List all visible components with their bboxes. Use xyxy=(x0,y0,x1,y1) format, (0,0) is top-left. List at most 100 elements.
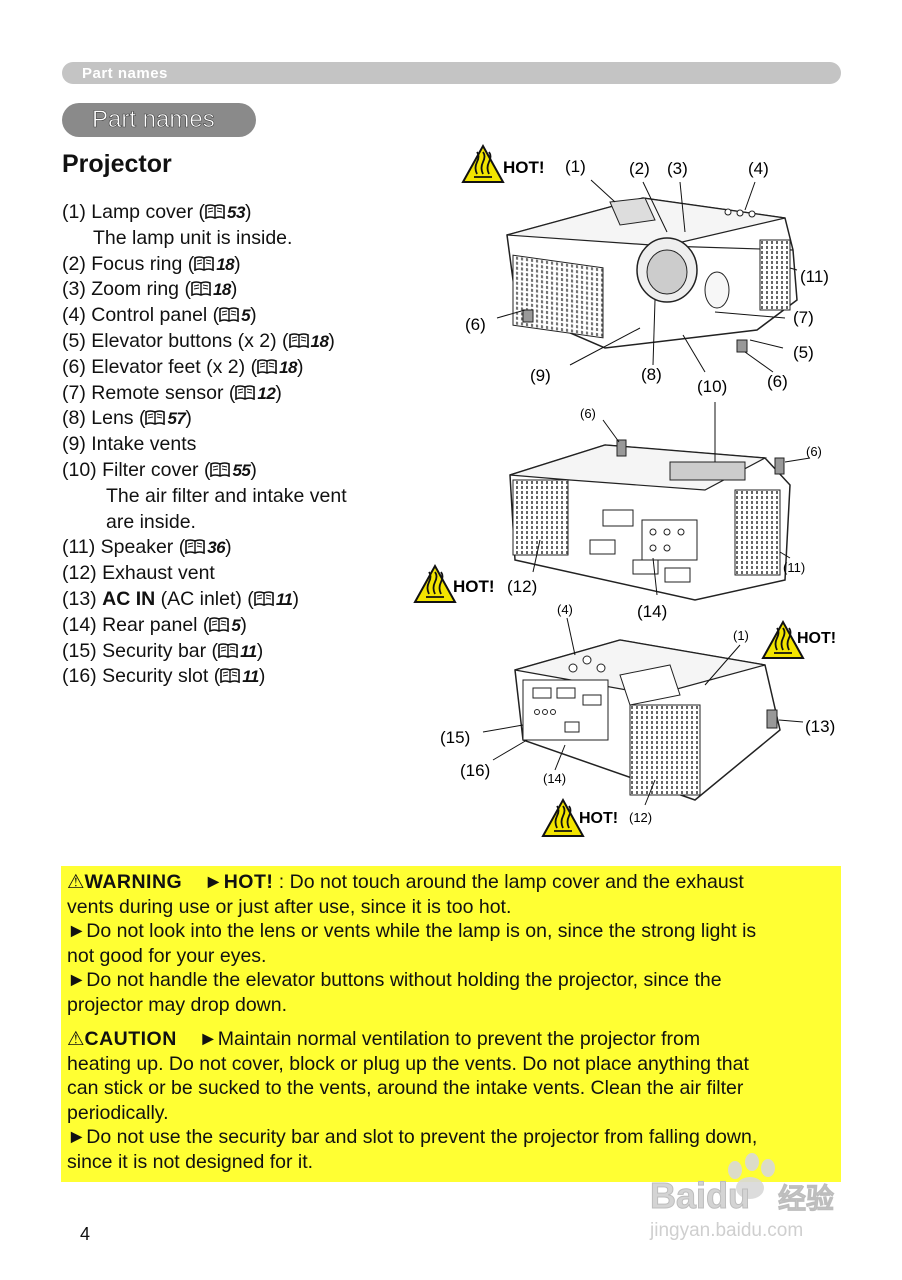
part-label-bold: AC IN xyxy=(102,587,156,610)
part-label: (8) Lens ( xyxy=(62,407,146,430)
caution-line-1: ►Maintain normal ventilation to prevent … xyxy=(198,1028,701,1050)
page-reference-link[interactable]: 36 xyxy=(207,538,226,558)
section-title-pill: Part names xyxy=(62,103,256,137)
part-item: (16) Security slot ( 11) xyxy=(62,664,347,690)
hot-warning-icon xyxy=(542,799,584,837)
part-label-close: ) xyxy=(234,252,241,275)
caution-label: CAUTION xyxy=(84,1028,177,1050)
projector-front-view: HOT! (1) (2) (3) (4) (11) (7) (5) (6) xyxy=(462,145,829,396)
page-reference-link[interactable]: 12 xyxy=(257,383,276,403)
part-item: (12) Exhaust vent xyxy=(62,561,347,587)
projector-rear-view: HOT! (4) (1) (13) (15) (16) (14) HOT! (1… xyxy=(440,602,836,837)
book-icon xyxy=(235,384,256,400)
callout-6-bottom-right: (6) xyxy=(806,444,822,459)
page-reference-link[interactable]: 55 xyxy=(232,460,251,480)
hot-warning-icon xyxy=(414,565,456,603)
baidu-watermark: Baidu 经验 jingyan.baidu.com xyxy=(649,1153,834,1241)
part-label: (4) Control panel ( xyxy=(62,304,220,327)
hot-label-1: HOT! xyxy=(503,158,545,177)
book-icon xyxy=(145,410,166,426)
callout-4: (4) xyxy=(748,159,769,178)
book-icon xyxy=(288,333,309,348)
page-reference-link[interactable]: 11 xyxy=(240,641,257,661)
warning-line-1-cont: vents during use or just after use, sinc… xyxy=(67,895,512,918)
caution-icon: ⚠ xyxy=(67,1028,85,1050)
page-reference-link[interactable]: 5 xyxy=(241,306,251,326)
part-label: (5) Elevator buttons (x 2) ( xyxy=(62,329,289,352)
page-reference-link[interactable]: 11 xyxy=(242,667,259,687)
page-heading: Projector xyxy=(62,150,172,178)
caution-line-5: ►Do not use the security bar and slot to… xyxy=(67,1126,758,1148)
book-icon xyxy=(210,462,231,477)
book-icon xyxy=(194,255,215,271)
part-label-close: ) xyxy=(296,355,304,378)
part-label: (7) Remote sensor ( xyxy=(62,381,236,404)
book-icon xyxy=(205,204,225,219)
part-item: (6) Elevator feet (x 2) (18) xyxy=(62,355,347,381)
part-item: (7) Remote sensor (12) xyxy=(62,381,347,407)
warning-paragraph-3: ►Do not handle the elevator buttons with… xyxy=(67,968,837,1017)
hot-label-2: HOT! xyxy=(453,577,495,596)
parts-list: (1) Lamp cover (53)The lamp unit is insi… xyxy=(62,200,347,690)
part-label-close: ) xyxy=(328,329,335,352)
caution-line-5-cont: since it is not designed for it. xyxy=(67,1150,314,1173)
part-label-close: ) xyxy=(256,639,264,662)
watermark-cn: 经验 xyxy=(778,1182,834,1214)
callout-6-front-left: (6) xyxy=(465,315,486,334)
callout-6-bottom-left: (6) xyxy=(580,406,596,421)
part-label: (1) Lamp cover ( xyxy=(62,201,206,223)
callout-14-bottom: (14) xyxy=(637,602,667,621)
part-label-close: ) xyxy=(250,304,257,327)
part-label-close: ) xyxy=(244,201,252,223)
page-reference-link[interactable]: 5 xyxy=(231,615,241,635)
callout-2: (2) xyxy=(629,159,650,178)
part-item: (4) Control panel ( 5) xyxy=(62,303,347,329)
callout-7: (7) xyxy=(793,308,814,327)
page-reference-link[interactable]: 18 xyxy=(279,357,297,377)
part-description: The air filter and intake vent xyxy=(106,484,347,507)
part-label-close: ) xyxy=(240,613,247,636)
part-item: (5) Elevator buttons (x 2) ( 18) xyxy=(62,329,347,355)
part-item: (13) AC IN (AC inlet) (11) xyxy=(62,587,347,613)
callout-3: (3) xyxy=(667,159,688,178)
part-label: (15) Security bar ( xyxy=(62,639,219,662)
running-header-text: Part names xyxy=(82,65,168,82)
projector-figure: HOT! (1) (2) (3) (4) (11) (7) (5) (6) xyxy=(414,145,836,837)
page-reference-link[interactable]: 11 xyxy=(275,589,293,609)
warning-line-1: : Do not touch around the lamp cover and… xyxy=(273,871,744,893)
part-label-after: (AC inlet) ( xyxy=(155,587,254,610)
page-reference-link[interactable]: 57 xyxy=(167,409,186,429)
part-item: (8) Lens (57) xyxy=(62,406,347,432)
callout-13: (13) xyxy=(805,717,835,736)
book-icon xyxy=(209,616,230,632)
part-item: (10) Filter cover (55)The air filter and… xyxy=(62,458,347,535)
part-item: (11) Speaker (36) xyxy=(62,535,347,561)
part-description: are inside. xyxy=(106,510,196,533)
page-reference-link[interactable]: 53 xyxy=(227,203,245,222)
book-icon xyxy=(185,539,206,555)
callout-1: (1) xyxy=(565,157,586,176)
running-header: Part names xyxy=(62,62,841,84)
caution-paragraph-2: ►Do not use the security bar and slot to… xyxy=(67,1125,837,1174)
warning-line-2: ►Do not look into the lens or vents whil… xyxy=(67,920,757,942)
part-label-close: ) xyxy=(258,665,266,688)
book-icon xyxy=(218,642,238,658)
part-label: (11) Speaker ( xyxy=(62,536,186,559)
book-icon xyxy=(220,668,241,684)
page-reference-link[interactable]: 18 xyxy=(212,280,231,300)
book-icon xyxy=(257,358,277,374)
book-icon xyxy=(191,281,211,297)
part-label: (13) xyxy=(62,587,103,610)
part-item: (14) Rear panel ( 5) xyxy=(62,613,347,639)
part-label: (16) Security slot ( xyxy=(62,665,221,688)
part-label: (14) Rear panel ( xyxy=(62,613,210,636)
warning-line-3: ►Do not handle the elevator buttons with… xyxy=(67,969,722,991)
caution-paragraph-1: ⚠CAUTION ►Maintain normal ventilation to… xyxy=(67,1027,837,1125)
part-label-close: ) xyxy=(250,458,257,481)
page-reference-link[interactable]: 18 xyxy=(310,331,329,351)
part-label: (9) Intake vents xyxy=(62,433,197,456)
callout-5: (5) xyxy=(793,343,814,362)
callout-11: (11) xyxy=(800,267,829,286)
page-reference-link[interactable]: 18 xyxy=(216,254,235,274)
hot-label-4: HOT! xyxy=(579,810,618,827)
